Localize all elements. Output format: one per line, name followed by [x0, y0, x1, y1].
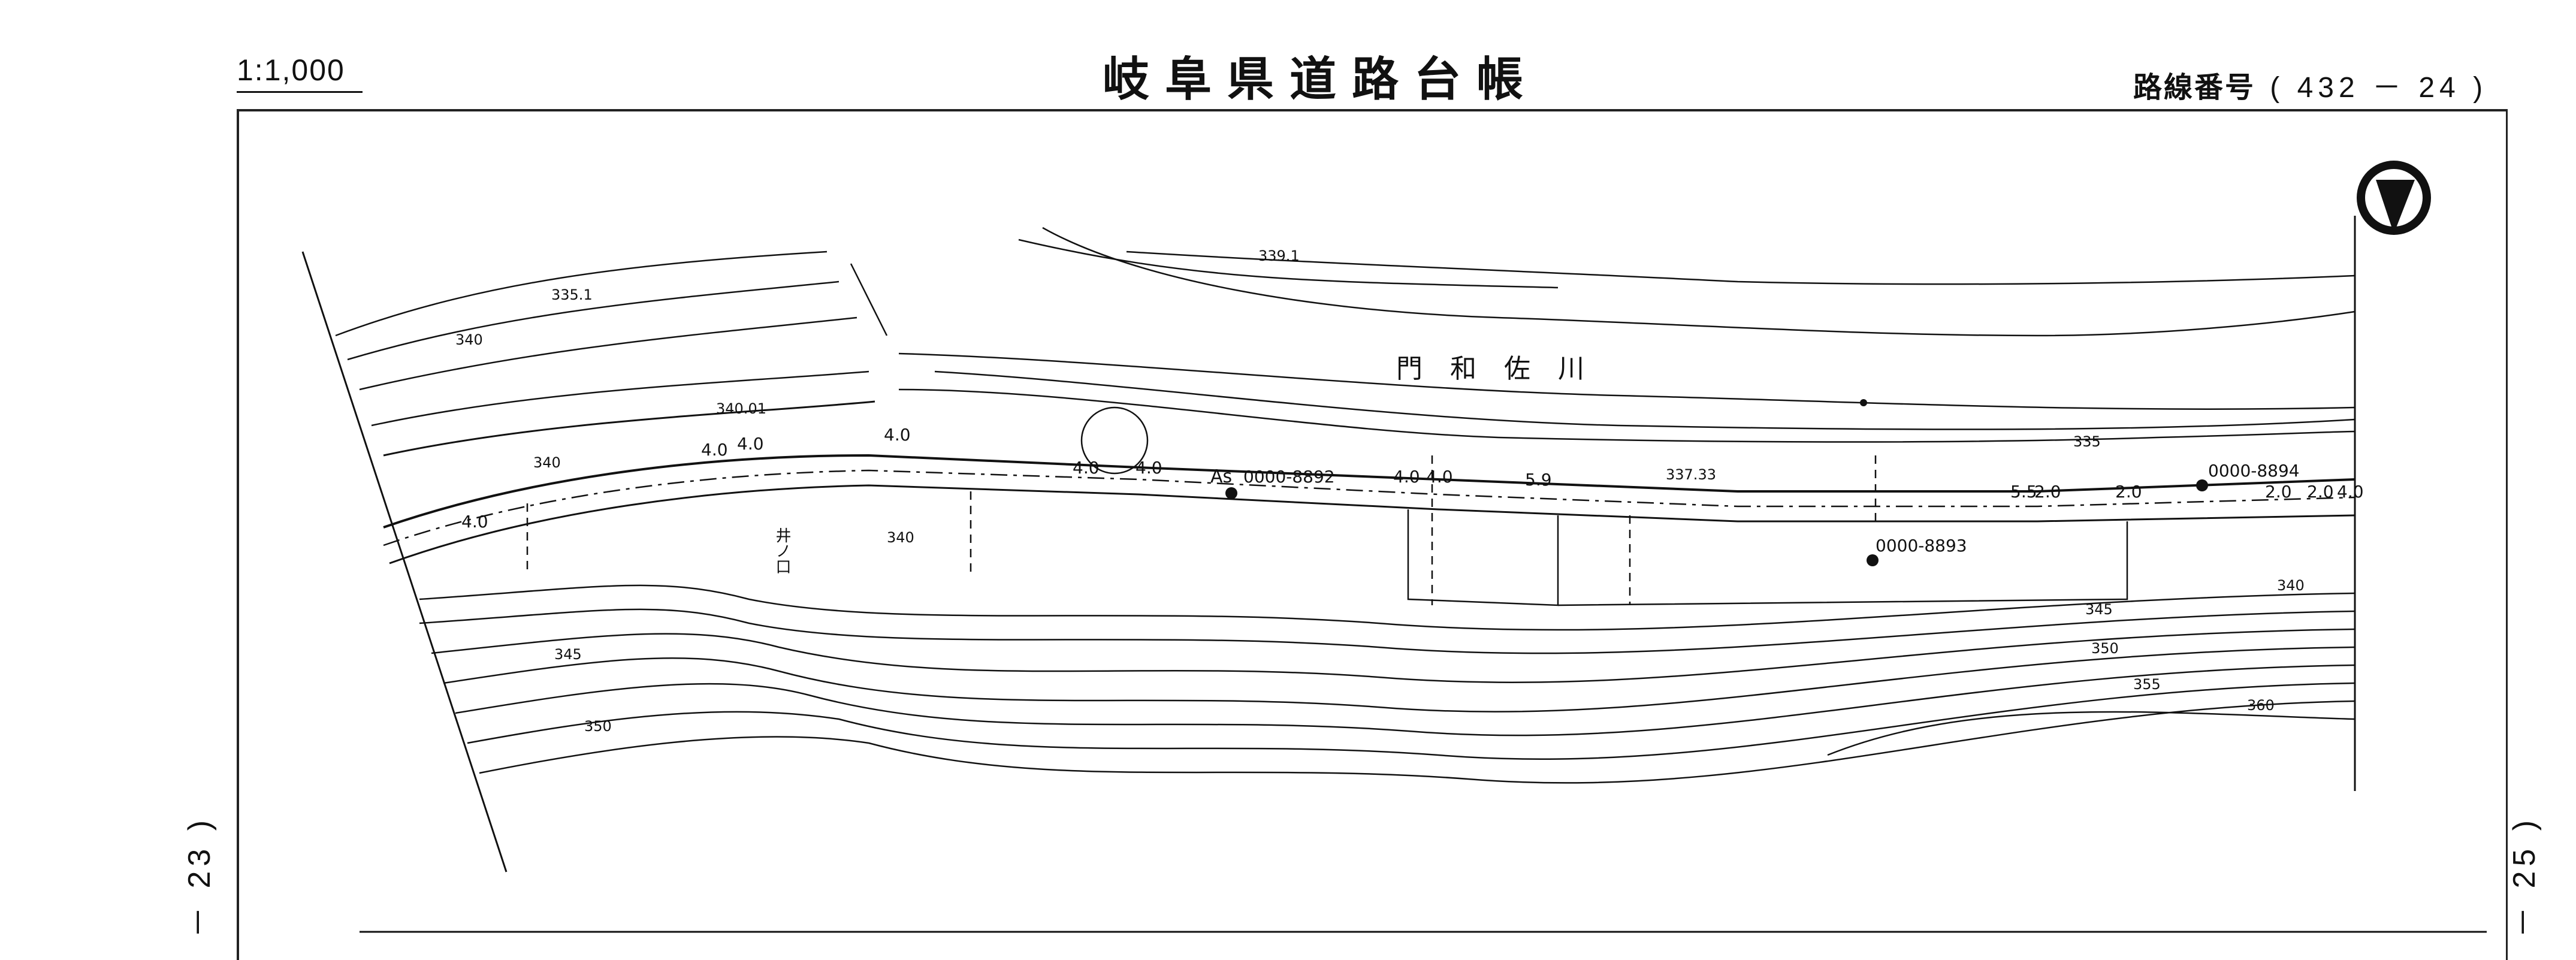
width-label: 5.9	[1525, 470, 1552, 490]
width-label: 2.0	[2034, 482, 2061, 502]
route-value: ( 432 － 24 )	[2270, 72, 2488, 104]
contour-line	[419, 584, 2355, 631]
river-bank	[898, 388, 2355, 443]
width-label: 5.5	[2010, 482, 2037, 502]
route-number: 路線番号 ( 432 － 24 )	[2133, 64, 2487, 105]
width-label: 4.0	[701, 440, 728, 460]
contour-line	[359, 316, 857, 391]
width-label: 4.0	[1426, 467, 1453, 487]
width-label: 2.0	[2115, 482, 2142, 502]
width-label: 4.0	[461, 512, 488, 532]
map-frame	[237, 109, 2508, 960]
marker-label: 0000-8894	[2208, 461, 2300, 481]
road-centerline	[383, 469, 2355, 547]
contour-label: 345	[2085, 601, 2113, 618]
contour-label: 340	[533, 454, 561, 471]
contour-label: 360	[2247, 697, 2275, 714]
marker-point	[1867, 554, 1879, 566]
width-label: 2.0	[2265, 482, 2292, 502]
contour-line	[443, 646, 2355, 713]
contour-line	[898, 352, 2355, 410]
place-label: 井ノ口	[773, 527, 791, 574]
width-label: 4.0	[884, 425, 911, 445]
marker-label: 0000-8893	[1876, 536, 1967, 556]
road-edge-north	[383, 454, 2355, 529]
width-label: 2.0	[2307, 482, 2334, 502]
structure-outline	[1557, 521, 2128, 606]
width-label: 4.0	[1136, 458, 1162, 478]
contour-label: 345	[554, 646, 582, 663]
contour-label: 340.01	[716, 400, 766, 417]
marker-point	[1225, 487, 1237, 499]
contour-line	[419, 608, 2355, 654]
contour-line	[347, 280, 839, 361]
route-label: 路線番号	[2133, 71, 2256, 104]
contour-line	[383, 400, 875, 457]
contour-line	[1018, 239, 1559, 289]
map-scale: 1:1,000	[237, 53, 345, 87]
contour-line	[467, 682, 2355, 760]
contour-label: 340	[887, 529, 914, 546]
contour-label: 337.33	[1666, 466, 1716, 483]
contour-label: 355	[2133, 676, 2161, 693]
contour-line	[371, 370, 869, 427]
contour-line	[335, 250, 828, 337]
river-bank	[1042, 227, 2355, 337]
map-left-boundary	[301, 251, 508, 873]
contour-line	[1827, 711, 2355, 756]
contour-line	[431, 628, 2355, 683]
width-label: 4.0	[1073, 458, 1100, 478]
width-label: 4.0	[1393, 467, 1420, 487]
scale-underline	[237, 91, 363, 93]
contour-label: 340	[2277, 577, 2305, 594]
river-name-label: 門 和 佐 川	[1396, 354, 1594, 384]
contour-line	[455, 664, 2355, 736]
contour-label: 335.1	[551, 286, 593, 303]
contour-line	[850, 263, 888, 336]
page-title: 岐阜県道路台帳	[1103, 53, 1539, 107]
marker-label: 0000-8892	[1243, 467, 1335, 487]
width-label: 4.0	[2337, 482, 2364, 502]
road-edge-south	[389, 484, 2355, 564]
culvert-circle	[1080, 406, 1149, 475]
width-label: 4.0	[737, 434, 764, 454]
contour-label: 335	[2073, 433, 2101, 450]
marker-point	[1860, 399, 1867, 406]
contour-label: 339.1	[1258, 247, 1300, 264]
contour-label: 340	[455, 331, 483, 348]
contour-line	[479, 700, 2355, 784]
structure-outline	[1407, 509, 1559, 606]
contour-label: 350	[2091, 640, 2119, 657]
contour-line	[934, 370, 2355, 430]
surface-label: As	[1210, 466, 1232, 487]
marker-point	[2196, 479, 2208, 491]
north-arrow-icon	[2357, 161, 2431, 235]
contour-label: 350	[584, 718, 612, 735]
contour-line	[1126, 250, 2355, 285]
